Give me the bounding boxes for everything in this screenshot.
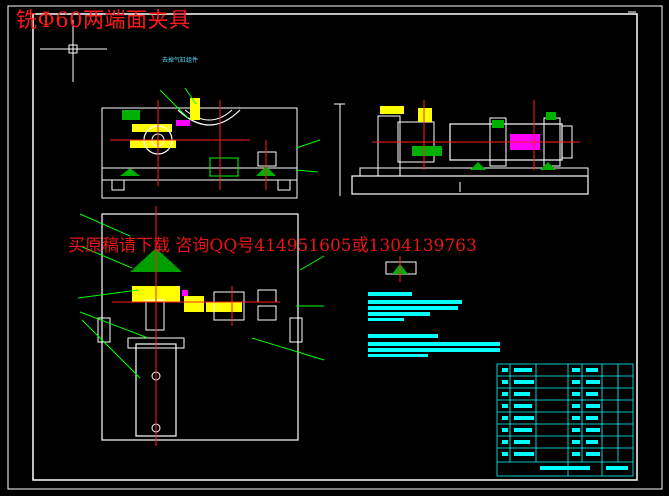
drawing-title: 铣Φ60两端面夹具	[16, 8, 191, 32]
inner-frame	[32, 13, 638, 481]
detail-view	[385, 256, 417, 282]
title-block-text	[502, 368, 628, 470]
front-view	[101, 87, 321, 199]
plan-view	[77, 206, 325, 446]
view-caption: 去掉气缸组件	[162, 57, 199, 64]
side-view	[334, 100, 589, 196]
title-block	[496, 363, 634, 477]
crosshair-cursor-icon	[40, 20, 107, 82]
watermark-text: 买原稿请下载 咨询QQ号414951605或1304139763	[68, 236, 477, 256]
outer-frame	[7, 5, 663, 490]
technical-notes	[368, 292, 500, 357]
